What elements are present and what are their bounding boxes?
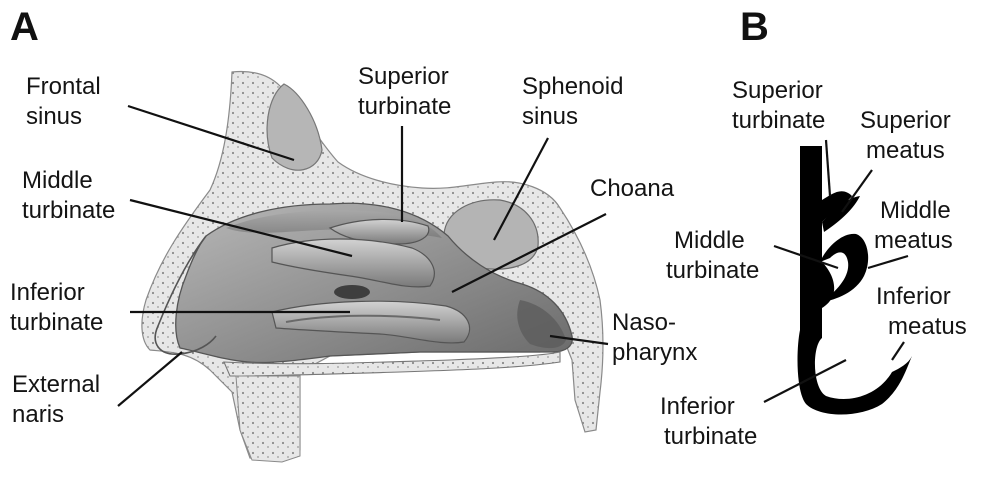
label-frontal-sinus-line1: Frontal — [26, 73, 101, 100]
frontal-sinus-shape — [267, 84, 322, 170]
label-inferior-turbinate-a-line1: Inferior — [10, 279, 85, 306]
label-external-naris-line2: naris — [12, 401, 64, 428]
label-frontal-sinus-line2: sinus — [26, 103, 82, 130]
label-superior-meatus: Superior meatus — [860, 107, 957, 164]
label-external-naris: External naris — [12, 371, 107, 428]
label-frontal-sinus: Frontal sinus — [26, 73, 107, 130]
panel-b: B Superior turbinate Superior meatus Mid… — [660, 5, 967, 450]
panel-a-letter: A — [10, 5, 39, 49]
leader-superior-turbinate-b — [826, 140, 830, 196]
label-superior-turbinate-a-line2: turbinate — [358, 93, 451, 120]
sagittal-illustration — [142, 72, 603, 462]
label-superior-turbinate-b: Superior turbinate — [732, 77, 829, 134]
label-middle-turbinate-a: Middle turbinate — [22, 167, 115, 224]
label-inferior-turbinate-b: Inferior turbinate — [660, 393, 757, 450]
leader-superior-meatus — [842, 170, 872, 212]
label-sphenoid-sinus: Sphenoid sinus — [522, 73, 630, 130]
label-inferior-meatus-line1: Inferior — [876, 283, 951, 310]
label-nasopharynx-line1: Naso- — [612, 309, 676, 336]
label-nasopharynx-line2: pharynx — [612, 339, 697, 366]
label-inferior-meatus: Inferior meatus — [876, 283, 967, 340]
panel-a: A — [10, 5, 697, 462]
label-sphenoid-sinus-line1: Sphenoid — [522, 73, 623, 100]
label-external-naris-line1: External — [12, 371, 100, 398]
leader-middle-meatus — [868, 256, 908, 268]
label-inferior-turbinate-a-line2: turbinate — [10, 309, 103, 336]
label-middle-meatus-line1: Middle — [880, 197, 951, 224]
turbinate-schematic — [798, 146, 912, 415]
label-choana: Choana — [590, 175, 675, 202]
label-sphenoid-sinus-line2: sinus — [522, 103, 578, 130]
label-middle-turbinate-a-line2: turbinate — [22, 197, 115, 224]
label-superior-meatus-line1: Superior — [860, 107, 951, 134]
label-inferior-meatus-line2: meatus — [888, 313, 967, 340]
label-nasopharynx: Naso- pharynx — [612, 309, 697, 366]
label-superior-meatus-line2: meatus — [866, 137, 945, 164]
leader-external-naris — [118, 352, 182, 406]
label-middle-meatus: Middle meatus — [874, 197, 957, 254]
label-inferior-turbinate-a: Inferior turbinate — [10, 279, 103, 336]
panel-b-letter: B — [740, 5, 769, 49]
label-middle-turbinate-b: Middle turbinate — [666, 227, 759, 284]
label-superior-turbinate-b-line1: Superior — [732, 77, 823, 104]
label-superior-turbinate-b-line2: turbinate — [732, 107, 825, 134]
label-middle-turbinate-b-line2: turbinate — [666, 257, 759, 284]
leader-inferior-meatus — [892, 342, 904, 360]
label-middle-turbinate-b-line1: Middle — [674, 227, 745, 254]
label-inferior-turbinate-b-line1: Inferior — [660, 393, 735, 420]
label-middle-turbinate-a-line1: Middle — [22, 167, 93, 194]
label-superior-turbinate-a-line1: Superior — [358, 63, 449, 90]
label-superior-turbinate-a: Superior turbinate — [358, 63, 455, 120]
lower-bone-block — [236, 376, 300, 462]
middle-meatus-opening — [334, 285, 370, 299]
label-middle-meatus-line2: meatus — [874, 227, 953, 254]
label-inferior-turbinate-b-line2: turbinate — [664, 423, 757, 450]
